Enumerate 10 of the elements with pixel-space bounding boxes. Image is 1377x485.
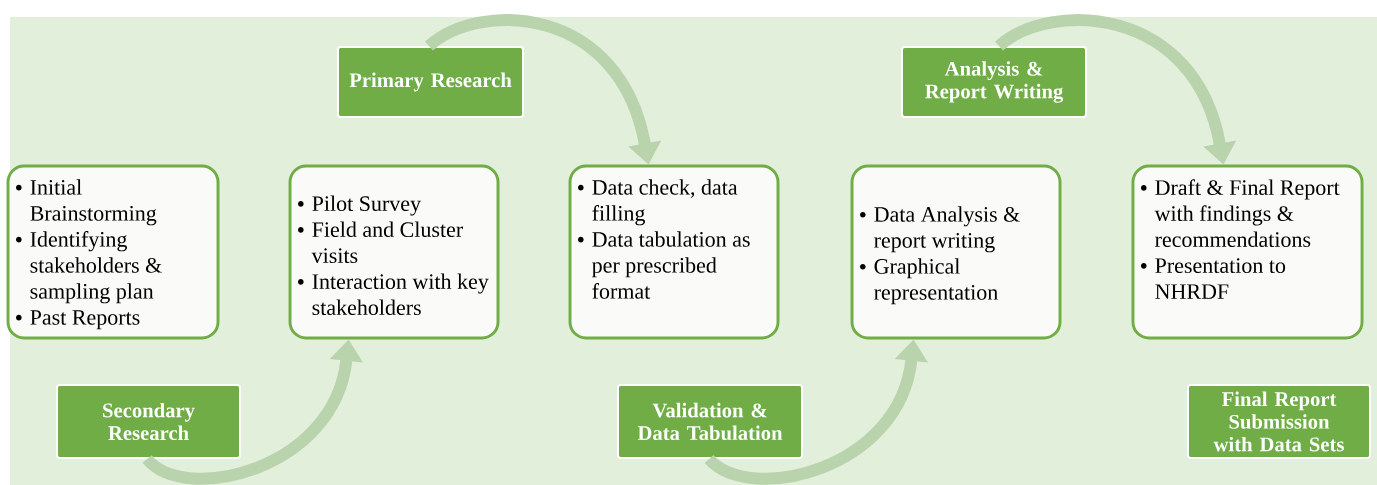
phase-label: Primary Research [337,46,525,118]
phase-label: Validation & Data Tabulation [617,383,803,460]
task-box: Pilot Survey Field and Cluster visits Interaction with key stakeholders [288,164,500,340]
task-box: Data check, data filling Data tabulation as per prescribed format [568,164,780,340]
phase-label: Analysis & Report Writing [901,46,1087,118]
task-box: Initial Brainstorming Identifying stakeholders & sampling plan Past Reports [6,164,220,340]
task-box: Data Analysis & report writing Graphical representation [850,164,1062,340]
phase-label: Secondary Research [56,383,241,460]
task-box: Draft & Final Report with findings & recommendations Presentation to NHRDF [1131,164,1364,340]
phase-label: Final Report Submission with Data Sets [1187,383,1371,460]
